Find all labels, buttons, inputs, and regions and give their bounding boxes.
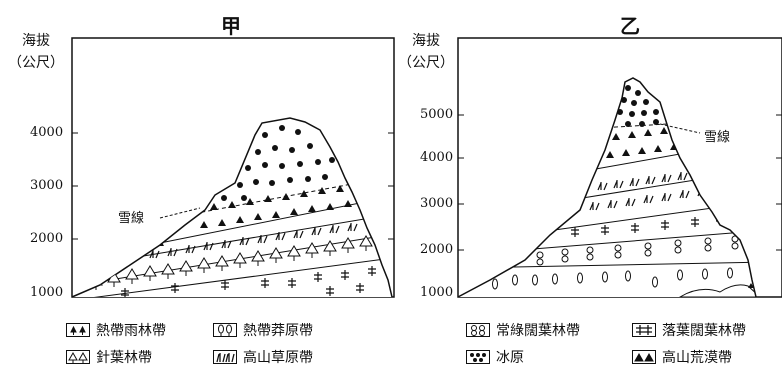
jia-meadow-tufts [149,223,358,259]
legend-alpine-desert: 高山荒漠帶 [632,347,732,367]
evergreen-broadleaf-icon [466,323,490,337]
alpine-meadow-icon [213,350,237,364]
panel-yi-ylabel: 海拔 （公尺） [396,30,456,74]
legend-label: 高山草原帶 [243,350,313,366]
legend-label: 常綠闊葉林帶 [496,323,580,339]
yi-ice-dots [617,85,659,127]
yi-snowline-label: 雪線 [704,130,731,145]
panel-jia-ylabel-line2: （公尺） [8,55,64,71]
panel-jia-title: 甲 [221,14,241,38]
panel-yi-ylabel-line2: （公尺） [398,55,454,71]
panel-jia-ylabel: 海拔 （公尺） [6,30,66,74]
alpine-desert-icon [632,350,656,364]
legend-label: 落葉闊葉林帶 [662,323,746,339]
yi-tick-5000: 5000 [420,107,454,122]
legend-label: 冰原 [496,350,524,366]
yi-snowline-leader [659,123,701,134]
yi-meadow-tufts [589,172,708,211]
panel-yi-title: 乙 [620,14,640,38]
jia-tick-2000: 2000 [30,231,64,246]
legend-ice-field: 冰原 [466,347,524,367]
tropical-savanna-icon [213,323,237,337]
yi-tick-3000: 3000 [420,196,454,211]
legend-deciduous-broadleaf: 落葉闊葉林帶 [632,320,746,340]
yi-deciduous-trees [571,214,724,237]
deciduous-broadleaf-icon [632,323,656,337]
jia-tick-4000: 4000 [30,125,64,140]
legend-alpine-meadow: 高山草原帶 [213,347,313,367]
yi-tick-4000: 4000 [420,150,454,165]
legend-coniferous-forest: 針葉林帶 [66,347,152,367]
tropical-rainforest-icon [66,323,90,337]
yi-mountain-outline [457,77,757,298]
jia-deciduous-trees [121,266,376,297]
coniferous-forest-icon [66,350,90,364]
legend-label: 熱帶莽原帶 [243,323,313,339]
ice-field-icon [466,350,490,364]
legend-label: 熱帶雨林帶 [96,323,166,339]
panel-jia-ylabel-line1: 海拔 [22,33,50,49]
jia-tick-1000: 1000 [30,285,64,300]
yi-evergreen-trees [536,235,739,266]
legend-label: 高山荒漠帶 [662,350,732,366]
jia-snowline-label: 雪線 [118,211,145,226]
yi-rainforest-trees [748,283,754,292]
legend-tropical-rainforest: 熱帶雨林帶 [66,320,166,340]
yi-savanna-trees [492,267,733,290]
yi-desert-triangles [606,127,678,158]
jia-ice-dots [221,125,335,201]
panel-yi-ylabel-line1: 海拔 [412,33,440,49]
yi-tick-1000: 1000 [420,285,454,300]
legend-label: 針葉林帶 [96,350,152,366]
legend-tropical-savanna: 熱帶莽原帶 [213,320,313,340]
yi-snowline [599,121,701,129]
jia-snowline-leader [159,207,201,219]
legend-evergreen-broadleaf: 常綠闊葉林帶 [466,320,580,340]
jia-desert-triangles [156,185,352,246]
yi-tick-2000: 2000 [420,242,454,257]
jia-tick-3000: 3000 [30,178,64,193]
